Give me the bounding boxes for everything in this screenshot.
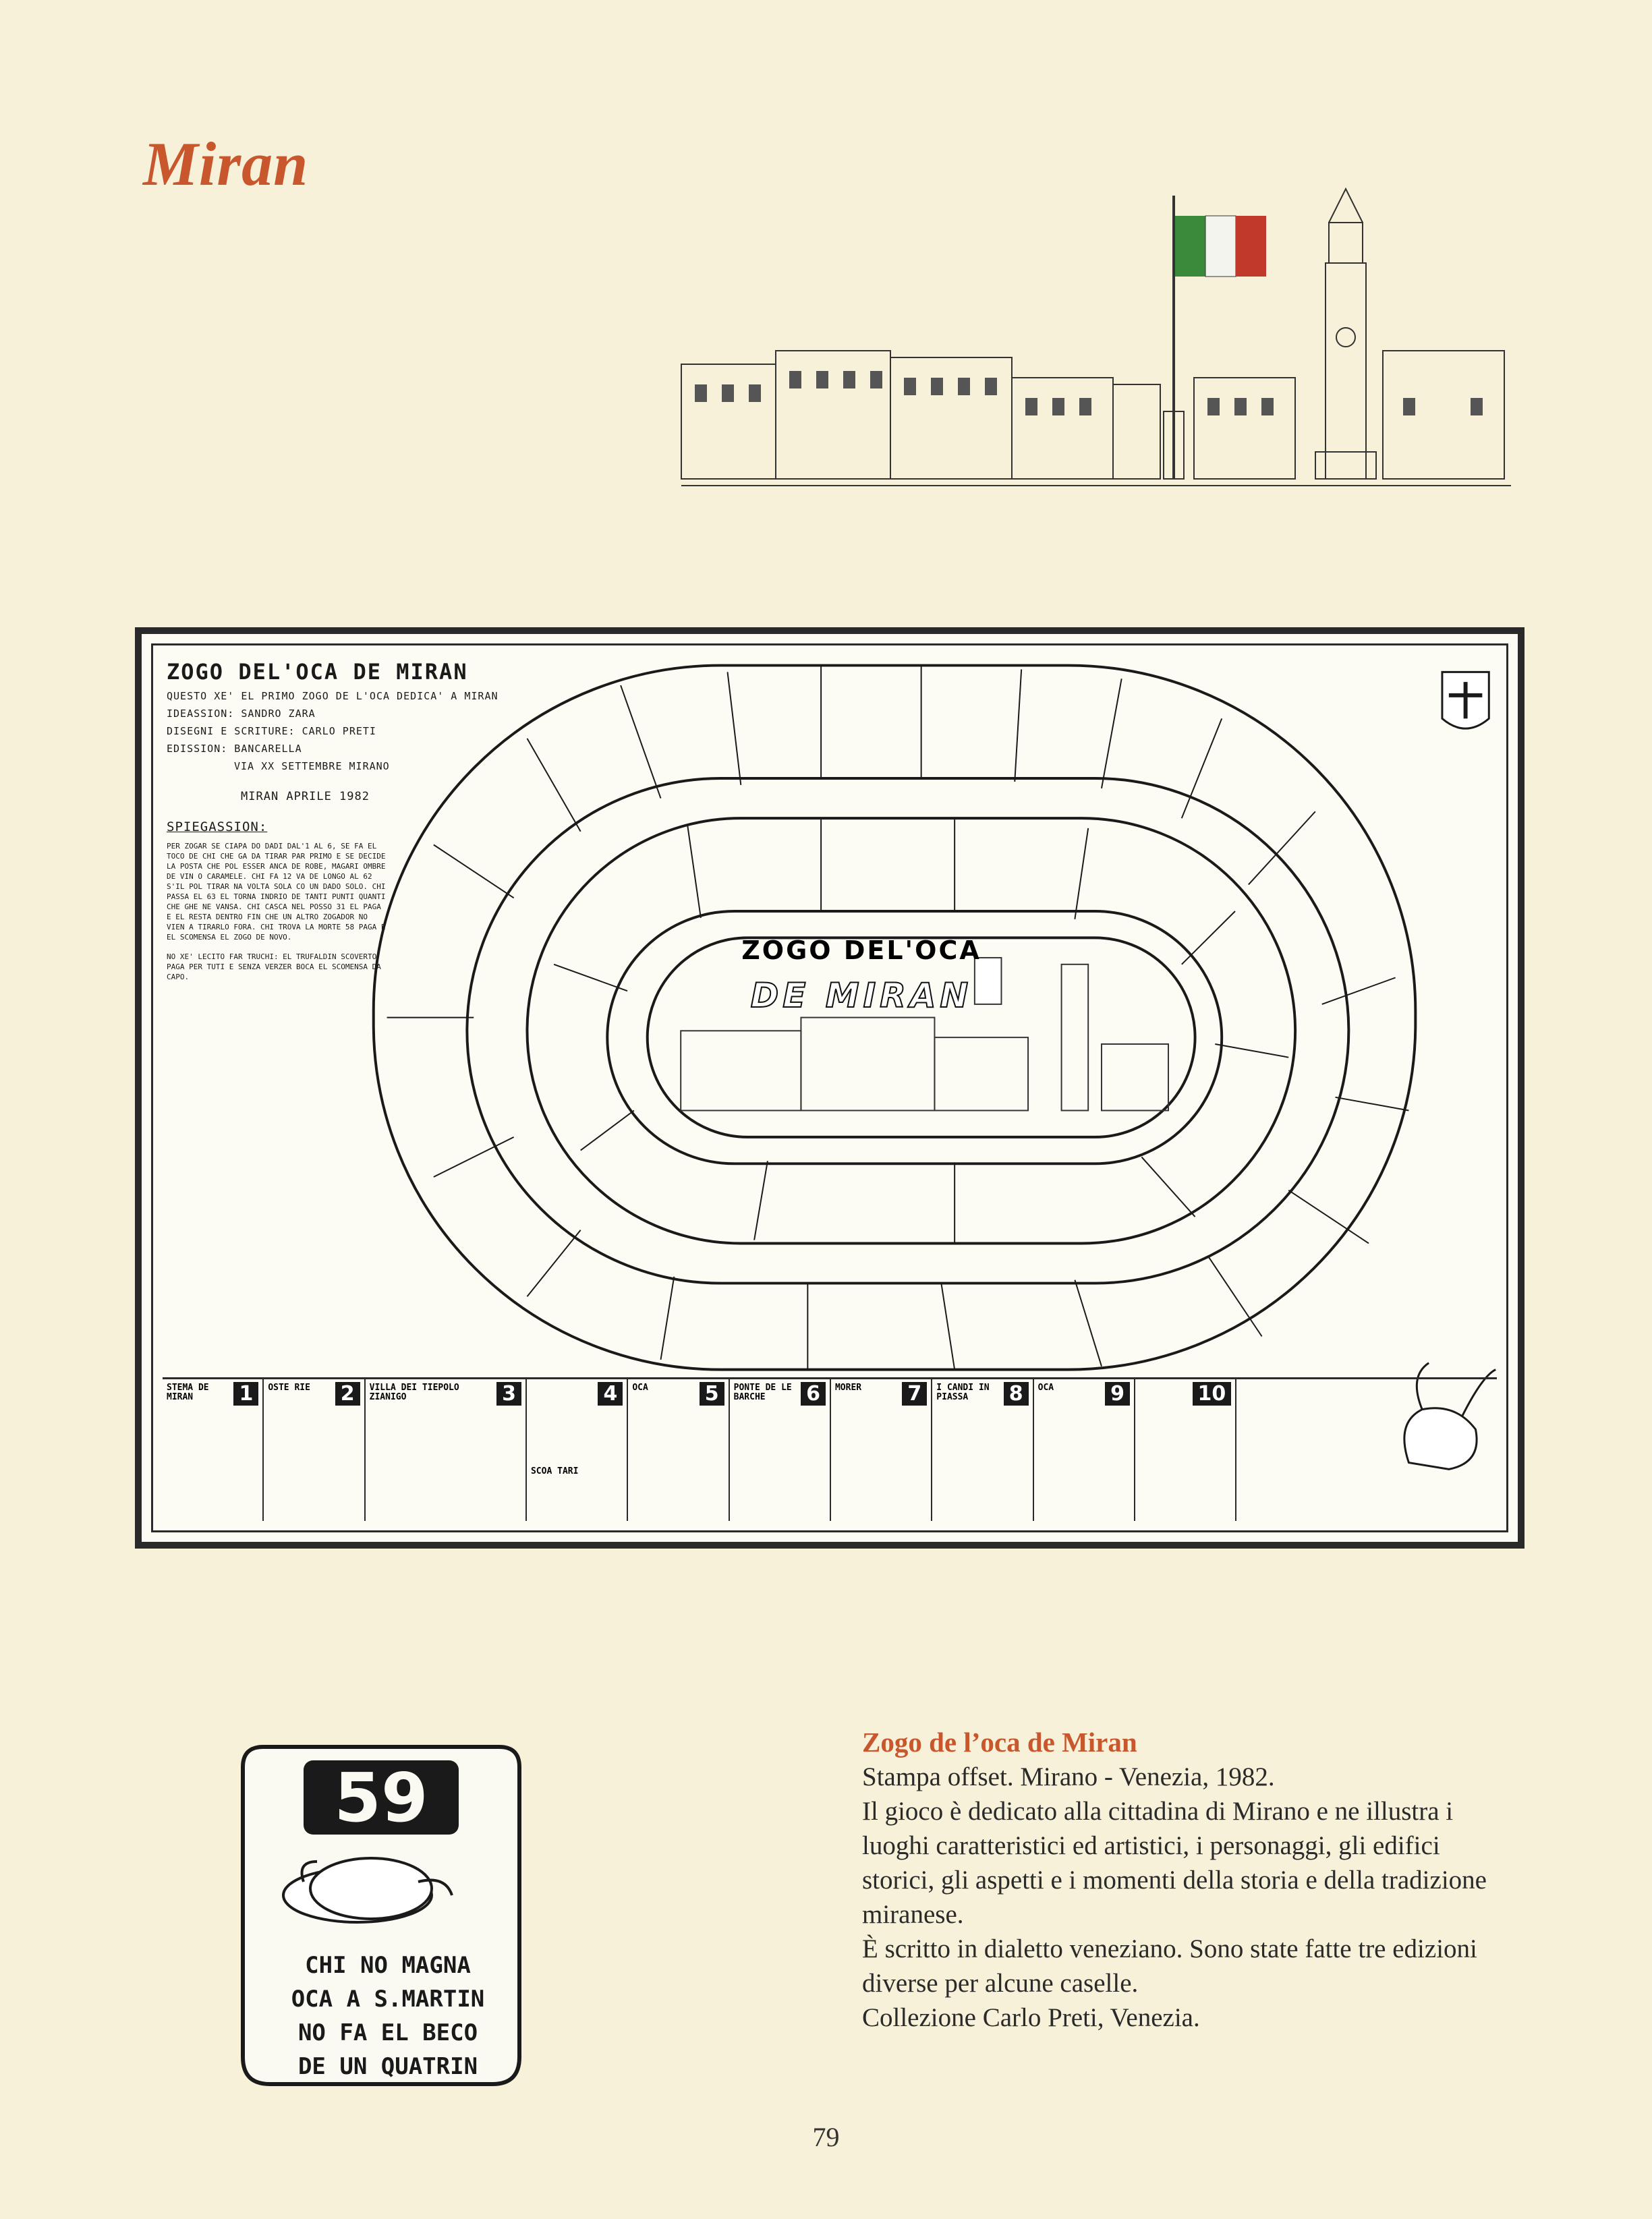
board-square: OSTE RIE 2	[264, 1379, 366, 1521]
square-number: 8	[1003, 1382, 1029, 1406]
rules-heading: SPIEGASSION:	[167, 819, 268, 834]
board-heading: ZOGO DEL'OCA DE MIRAN	[167, 659, 468, 685]
board-disegni: DISEGNI E SCRITURE: CARLO PRETI	[167, 725, 376, 737]
detail-line-4: DE UN QUATRIN	[298, 2053, 478, 2080]
detail-line-1: CHI NO MAGNA	[305, 1952, 471, 1979]
board-square: 10	[1135, 1379, 1237, 1521]
board-dedication: QUESTO XE' EL PRIMO ZOGO DE L'OCA DEDICA…	[167, 690, 499, 702]
board-square: OCA 5	[628, 1379, 730, 1521]
goose-corner	[1236, 1379, 1497, 1521]
board-track	[372, 664, 1496, 1470]
center-subtitle: DE MIRAN	[750, 975, 973, 1016]
square-label: SCOA TARI	[530, 1466, 579, 1476]
board-square: I CANDI IN PIASSA 8	[932, 1379, 1034, 1521]
caption: Zogo de l’oca de Miran Stampa offset. Mi…	[862, 1725, 1496, 2035]
rules-text: Per zogar se ciapa do dadi dal'1 al 6, s…	[167, 842, 386, 942]
square-number: 7	[902, 1382, 928, 1406]
board-square: SCOA TARI 4	[527, 1379, 629, 1521]
village-illustration	[681, 187, 1511, 486]
caption-title: Zogo de l’oca de Miran	[862, 1727, 1137, 1758]
square-number: 3	[496, 1382, 521, 1406]
square-number: 9	[1105, 1382, 1130, 1406]
square-number: 6	[801, 1382, 826, 1406]
caption-line-4: Collezione Carlo Preti, Venezia.	[862, 2003, 1200, 2032]
square-label: VILLA DEI TIEPOLO ZIANIGO	[369, 1383, 459, 1402]
square-label: MORER	[834, 1383, 862, 1393]
board-address: VIA XX SETTEMBRE MIRANO	[234, 760, 390, 772]
detail-line-2: OCA A S.MARTIN	[291, 1986, 485, 2013]
square-label: PONTE DE LE BARCHE	[733, 1383, 792, 1402]
square-label: OCA	[1037, 1383, 1054, 1393]
board-square: OCA 9	[1034, 1379, 1135, 1521]
square-number: 5	[699, 1382, 724, 1406]
caption-line-2: Il gioco è dedicato alla cittadina di Mi…	[862, 1797, 1487, 1929]
detail-number: 59	[334, 1758, 428, 1837]
page-title: Miran	[143, 129, 309, 198]
bottom-squares-row: STEMA DE MIRAN 1 OSTE RIE 2 VILLA DEI TIEP…	[163, 1377, 1497, 1521]
square-label: OSTE RIE	[268, 1383, 310, 1393]
square-number: 10	[1192, 1382, 1232, 1406]
game-board: ZOGO DEL'OCA DE MIRAN QUESTO XE' EL PRIM…	[135, 627, 1525, 1549]
board-square: STEMA DE MIRAN 1	[163, 1379, 264, 1521]
board-edissione: EDISSION: BANCARELLA	[167, 743, 302, 755]
board-inner-frame: ZOGO DEL'OCA DE MIRAN QUESTO XE' EL PRIM…	[151, 643, 1508, 1532]
square-59-detail: 59 CHI NO MAGNA OCA A S.MARTIN NO FA EL …	[241, 1745, 521, 2086]
square-label: I CANDI IN PIASSA	[936, 1383, 990, 1402]
square-label: STEMA DE MIRAN	[167, 1383, 209, 1402]
square-number: 1	[233, 1382, 259, 1406]
board-info: ZOGO DEL'OCA DE MIRAN QUESTO XE' EL PRIM…	[167, 659, 517, 982]
board-square: MORER 7	[831, 1379, 933, 1521]
board-square: PONTE DE LE BARCHE 6	[730, 1379, 831, 1521]
caption-line-1: Stampa offset. Mirano - Venezia, 1982.	[862, 1762, 1275, 1791]
board-date: MIRAN APRILE 1982	[241, 790, 370, 803]
board-square: VILLA DEI TIEPOLO ZIANIGO 3	[366, 1379, 527, 1521]
caption-line-3: È scritto in dialetto veneziano. Sono st…	[862, 1934, 1477, 1998]
board-ideassion: IDEASSION: SANDRO ZARA	[167, 708, 316, 720]
rules-footer: NO XE' LECITO FAR TRUCHI: EL TRUFALDIN S…	[167, 952, 381, 981]
square-number: 4	[598, 1382, 623, 1406]
center-title: ZOGO DEL'OCA	[741, 935, 981, 965]
square-number: 2	[335, 1382, 360, 1406]
square-label: OCA	[632, 1383, 648, 1393]
page-number: 79	[812, 2122, 840, 2152]
detail-line-3: NO FA EL BECO	[298, 2019, 478, 2046]
